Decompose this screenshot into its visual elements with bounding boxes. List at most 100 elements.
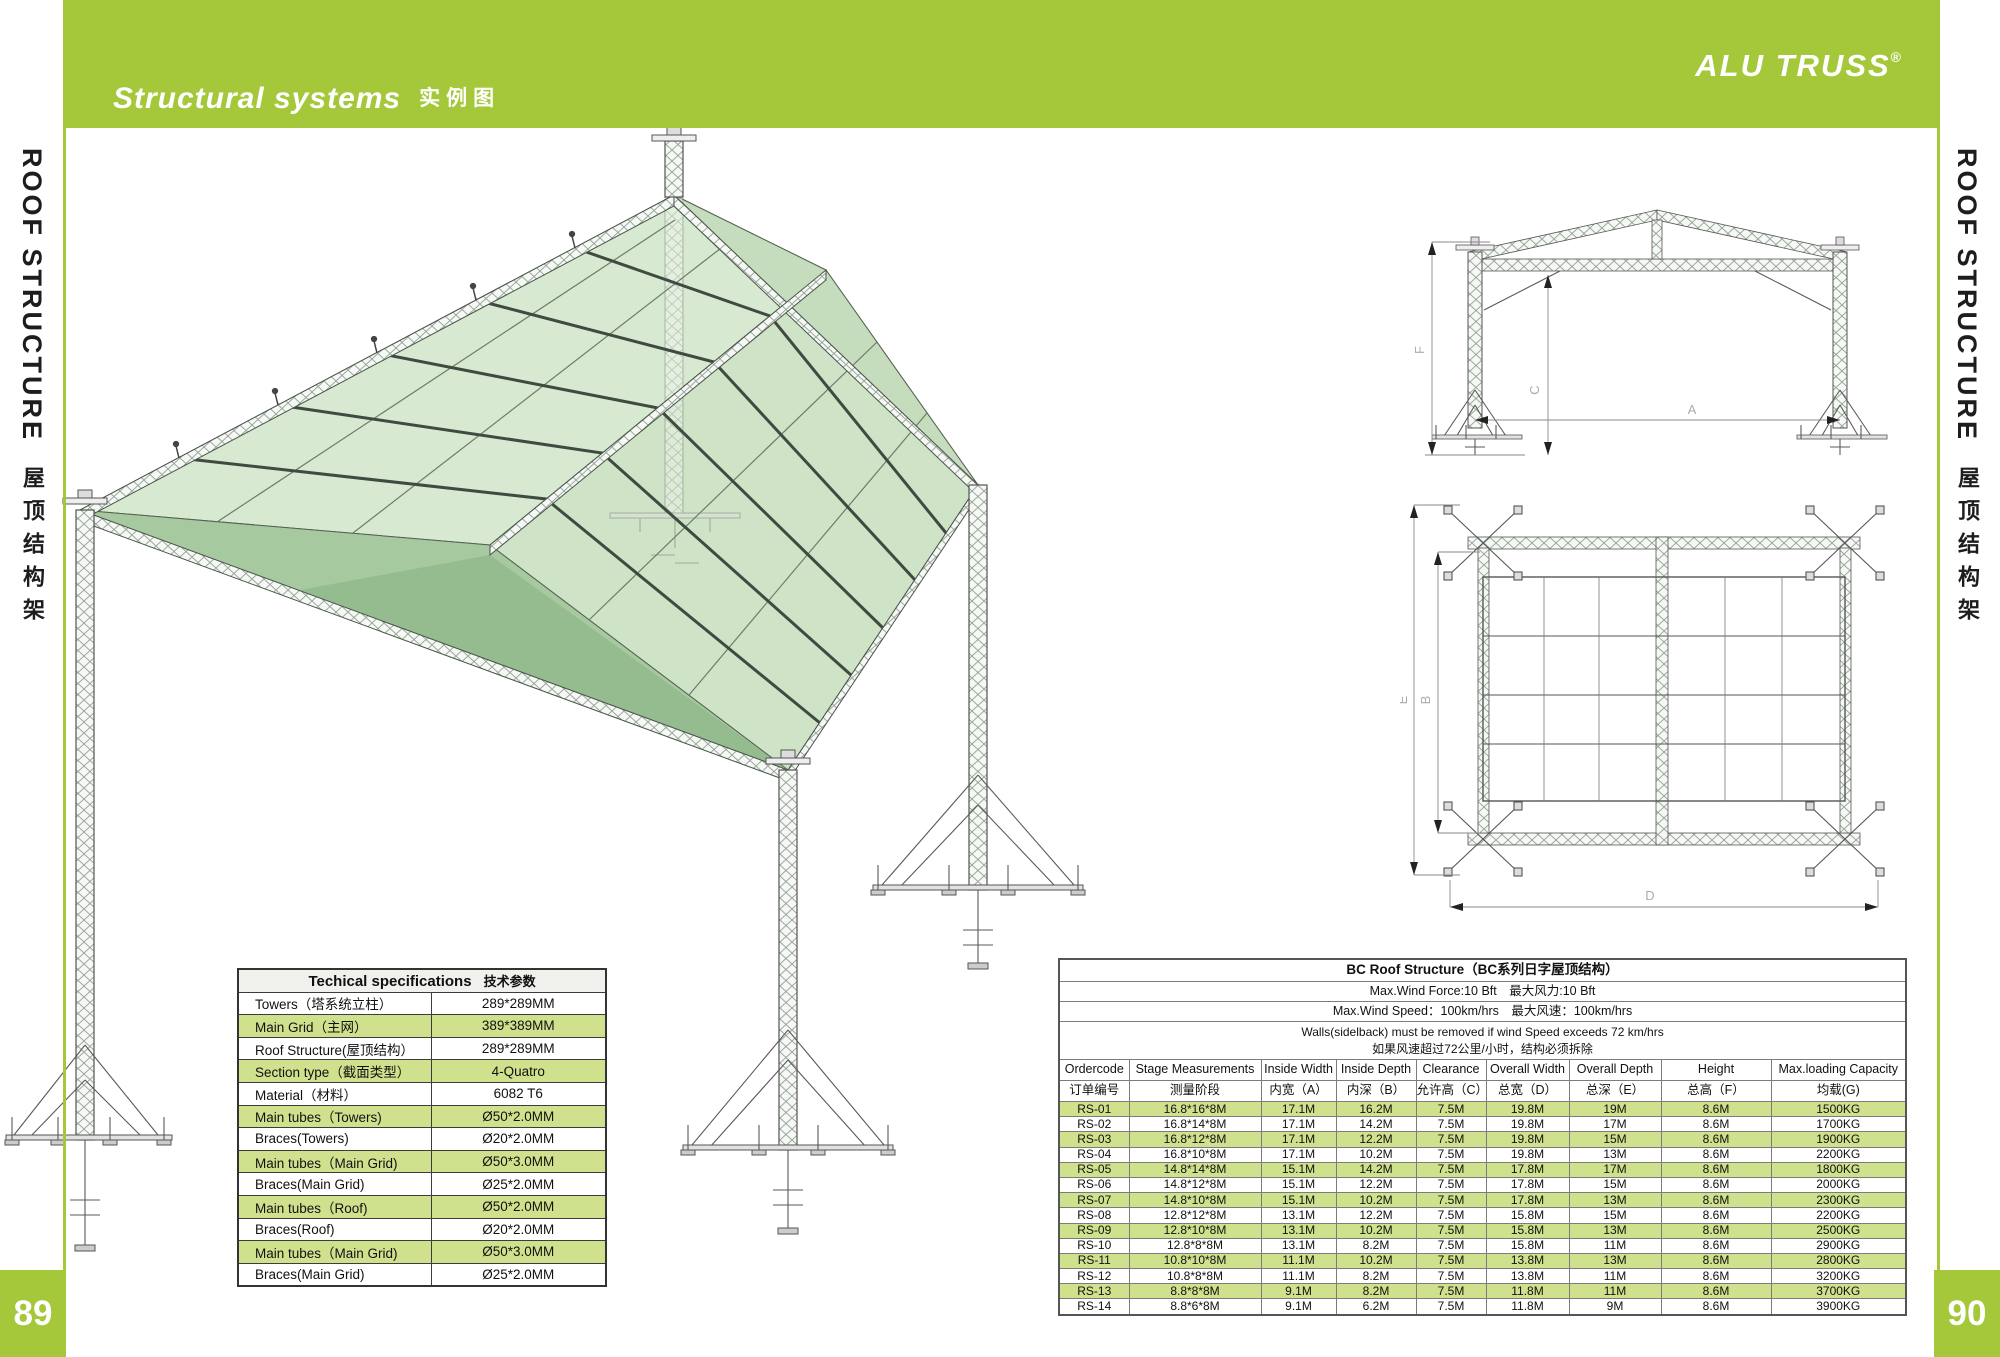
bc-wind-force-row: Max.Wind Force:10 Bft 最大风力:10 Bft <box>1058 981 1907 1002</box>
bc-cell: 13.1M <box>1260 1237 1337 1254</box>
bc-cell: 17M <box>1568 1116 1662 1133</box>
spec-value: Ø25*2.0MM <box>430 1172 607 1196</box>
bc-header-cn: 订单编号测量阶段内宽（A）内深（B）允许高（C）总宽（D）总深（E）总高（F）均… <box>1058 1080 1907 1102</box>
bc-col-header-cn: 总高（F） <box>1660 1080 1772 1102</box>
bc-cell: 8.2M <box>1335 1268 1417 1285</box>
bc-cell: 12.8*8*8M <box>1128 1237 1262 1254</box>
bc-cell: 2200KG <box>1770 1207 1907 1224</box>
spec-label: Main tubes（Main Grid) <box>237 1149 432 1174</box>
spec-row: Material（材料）6082 T6 <box>237 1081 607 1106</box>
bc-cell: 15.1M <box>1260 1161 1337 1178</box>
bc-walls-note-row: Walls(sidelback) must be removed if wind… <box>1058 1021 1907 1060</box>
bc-cell: 8.6M <box>1660 1298 1772 1316</box>
bc-cell: RS-12 <box>1058 1268 1130 1285</box>
bc-col-header-cn: 内深（B） <box>1335 1080 1417 1102</box>
bc-cell: 16.2M <box>1335 1100 1417 1118</box>
spec-value: Ø20*2.0MM <box>430 1217 607 1242</box>
bc-cell: 3200KG <box>1770 1268 1907 1285</box>
bc-wind-speed: Max.Wind Speed：100km/hrs 最大风速：100km/hrs <box>1058 1001 1907 1022</box>
bc-cell: RS-03 <box>1058 1131 1130 1148</box>
dim-label-e: E <box>1400 695 1410 704</box>
spec-row: Braces(Roof)Ø20*2.0MM <box>237 1217 607 1242</box>
bc-cell: 8.8*8*8M <box>1128 1283 1262 1300</box>
bc-col-header-cn: 均载(G) <box>1770 1080 1907 1102</box>
bc-col-header-cn: 总深（E） <box>1568 1080 1662 1102</box>
spec-value: 389*389MM <box>430 1014 607 1038</box>
bc-cell: RS-01 <box>1058 1100 1130 1118</box>
brand-name: ALU TRUSS <box>1695 48 1891 83</box>
bc-cell: 7.5M <box>1415 1131 1487 1148</box>
bc-col-header-en: Inside Depth <box>1335 1059 1417 1081</box>
bc-cell: 13M <box>1568 1192 1662 1209</box>
bc-cell: 7.5M <box>1415 1176 1487 1194</box>
bc-cell: 13M <box>1568 1252 1662 1270</box>
bc-cell: 15.8M <box>1485 1222 1570 1239</box>
bc-cell: 13.8M <box>1485 1252 1570 1270</box>
bc-cell: 12.8*10*8M <box>1128 1222 1262 1239</box>
spec-row: Main Grid（主网）389*389MM <box>237 1014 607 1038</box>
spec-label: Braces(Main Grid) <box>237 1172 432 1196</box>
bc-cell: 12.2M <box>1335 1131 1417 1148</box>
bc-cell: 15M <box>1568 1131 1662 1148</box>
bc-cell: 2500KG <box>1770 1222 1907 1239</box>
spec-value: 4-Quatro <box>430 1059 607 1083</box>
bc-cell: 17.8M <box>1485 1161 1570 1178</box>
bc-cell: RS-07 <box>1058 1192 1130 1209</box>
bc-cell: 11M <box>1568 1283 1662 1300</box>
bc-cell: 7.5M <box>1415 1283 1487 1300</box>
page-title-en: Structural systems <box>113 82 402 115</box>
bc-cell: 15.1M <box>1260 1192 1337 1209</box>
plan-drawing: E B D <box>1400 504 1885 911</box>
bc-cell: 8.6M <box>1660 1207 1772 1224</box>
spec-label: Towers（塔系统立柱） <box>237 991 432 1016</box>
bc-cell: RS-09 <box>1058 1222 1130 1239</box>
bc-cell: 3900KG <box>1770 1298 1907 1316</box>
bc-cell: RS-06 <box>1058 1176 1130 1194</box>
bc-cell: RS-13 <box>1058 1283 1130 1300</box>
bc-cell: 13.8M <box>1485 1268 1570 1285</box>
plan-structure <box>1467 536 1861 846</box>
back-tower <box>651 126 697 198</box>
bc-cell: 2900KG <box>1770 1237 1907 1254</box>
bc-cell: RS-14 <box>1058 1298 1130 1316</box>
spec-value: Ø50*2.0MM <box>430 1194 607 1219</box>
spec-label: Braces(Roof) <box>237 1217 432 1242</box>
spec-value: 289*289MM <box>430 1036 607 1061</box>
bc-cell: 8.6M <box>1660 1222 1772 1239</box>
bc-cell: 3700KG <box>1770 1283 1907 1300</box>
spec-value: 6082 T6 <box>430 1081 607 1106</box>
bc-cell: 19.8M <box>1485 1146 1570 1163</box>
bc-cell: 7.5M <box>1415 1192 1487 1209</box>
bc-col-header-en: Max.loading Capacity <box>1770 1059 1907 1081</box>
spec-label: Main tubes（Roof) <box>237 1194 432 1219</box>
bc-cell: 7.5M <box>1415 1268 1487 1285</box>
bc-cell: 17.1M <box>1260 1131 1337 1148</box>
spec-value: 289*289MM <box>430 991 607 1016</box>
bc-cell: 16.8*14*8M <box>1128 1116 1262 1133</box>
spec-row: Braces(Towers)Ø20*2.0MM <box>237 1127 607 1151</box>
spec-label: Roof Structure(屋顶结构） <box>237 1036 432 1061</box>
bc-walls-note: Walls(sidelback) must be removed if wind… <box>1058 1021 1907 1060</box>
bc-cell: 11M <box>1568 1268 1662 1285</box>
bc-cell: 8.6M <box>1660 1252 1772 1270</box>
bc-col-header-cn: 测量阶段 <box>1128 1080 1262 1102</box>
left-divider-line <box>63 0 66 1357</box>
dim-label-d: D <box>1645 888 1654 903</box>
spec-label: Material（材料） <box>237 1081 432 1106</box>
spec-row: Main tubes（Main Grid)Ø50*3.0MM <box>237 1240 607 1264</box>
bc-cell: 9.1M <box>1260 1283 1337 1300</box>
bc-cell: 2200KG <box>1770 1146 1907 1163</box>
bc-cell: 11.1M <box>1260 1252 1337 1270</box>
bc-wind-force: Max.Wind Force:10 Bft 最大风力:10 Bft <box>1058 981 1907 1002</box>
bc-cell: 2000KG <box>1770 1176 1907 1194</box>
bc-cell: 9M <box>1568 1298 1662 1316</box>
bc-cell: 10.8*8*8M <box>1128 1268 1262 1285</box>
plan-outriggers <box>1443 505 1885 877</box>
spec-label: Main tubes（Towers) <box>237 1104 432 1129</box>
bc-cell: 10.2M <box>1335 1222 1417 1239</box>
